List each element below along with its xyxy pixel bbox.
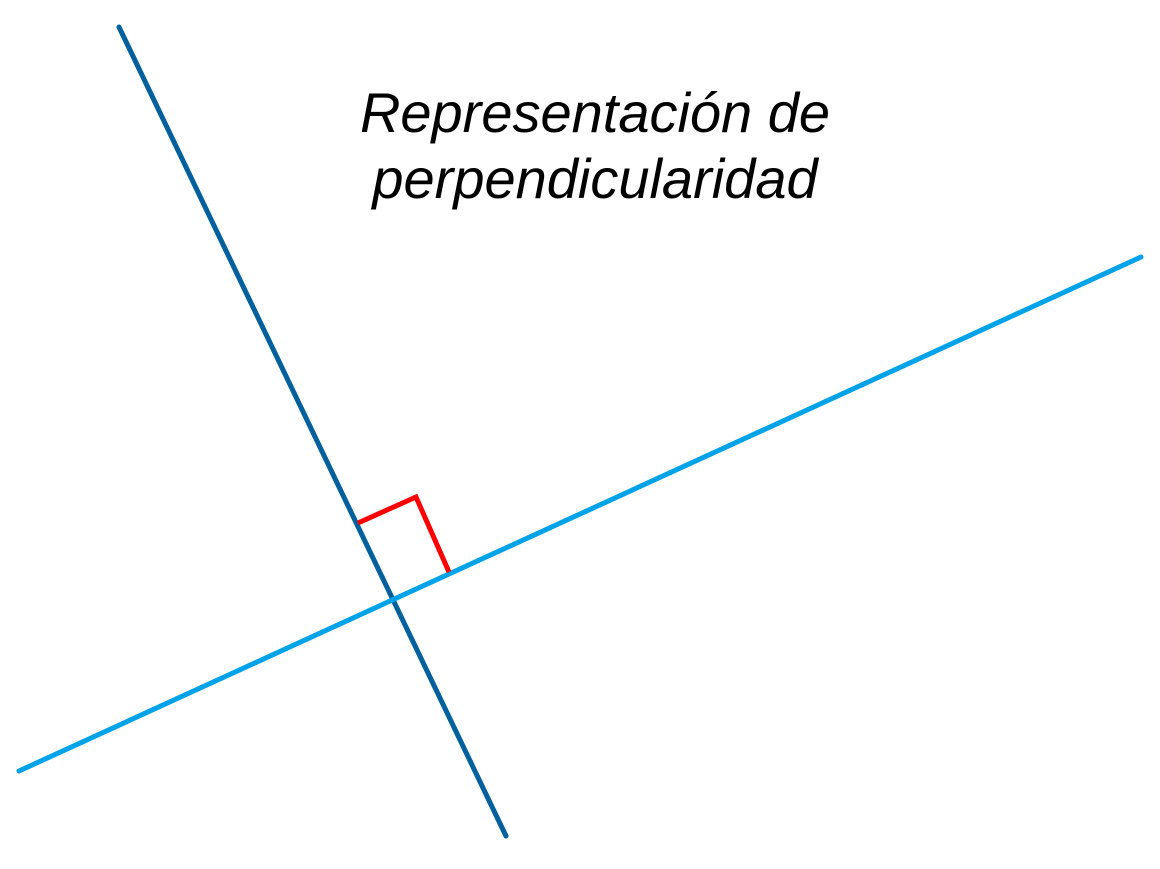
- perpendicular-line-light: [16, 254, 1144, 774]
- diagram-title-line-2: perpendicularidad: [372, 147, 818, 210]
- perpendicular-line-dark: [116, 24, 509, 839]
- diagram-title-line-1: Representación de: [359, 81, 831, 144]
- diagram-title: Representación de perpendicularidad: [330, 80, 860, 212]
- right-angle-marker: [356, 493, 452, 574]
